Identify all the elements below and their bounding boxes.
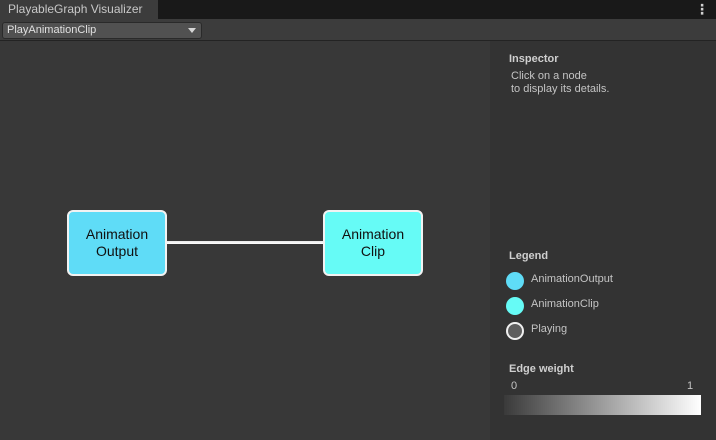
node-animation-output[interactable]: Animation Output xyxy=(67,210,167,276)
legend-swatch xyxy=(506,322,524,340)
node-animation-clip[interactable]: Animation Clip xyxy=(323,210,423,276)
inspector-title: Inspector xyxy=(509,53,559,65)
node-label-line1: Animation xyxy=(85,226,149,242)
inspector-message-line2: to display its details. xyxy=(511,83,610,95)
node-label-line2: Clip xyxy=(360,243,386,259)
legend-swatch xyxy=(506,272,524,290)
chevron-down-icon xyxy=(188,28,196,33)
inspector-panel: Inspector Click on a node to display its… xyxy=(490,41,716,440)
toolbar: PlayAnimationClip xyxy=(0,19,716,41)
graph-selector-value: PlayAnimationClip xyxy=(7,24,97,36)
tab-strip: PlayableGraph Visualizer ⋮ xyxy=(0,0,716,19)
graph-selector-dropdown[interactable]: PlayAnimationClip xyxy=(2,22,202,39)
tab-playablegraph-visualizer[interactable]: PlayableGraph Visualizer xyxy=(0,0,158,19)
inspector-message: Click on a node to display its details. xyxy=(511,70,671,96)
legend-item-animation-output: AnimationOutput xyxy=(506,272,706,290)
inspector-message-line1: Click on a node xyxy=(511,70,587,82)
node-label-line1: Animation xyxy=(341,226,405,242)
edge-weight-title: Edge weight xyxy=(509,363,574,375)
edge-weight-min-label: 0 xyxy=(511,380,518,392)
kebab-menu-icon[interactable]: ⋮ xyxy=(695,1,709,17)
legend-label: AnimationOutput xyxy=(531,273,613,285)
edge-weight-gradient xyxy=(504,395,701,415)
graph-canvas[interactable]: Animation Output Animation Clip xyxy=(0,41,490,440)
legend-swatch xyxy=(506,297,524,315)
legend-label: AnimationClip xyxy=(531,298,599,310)
graph-edge xyxy=(166,241,324,244)
legend-label: Playing xyxy=(531,323,568,335)
legend-item-animation-clip: AnimationClip xyxy=(506,297,706,315)
edge-weight-max-label: 1 xyxy=(687,380,694,392)
legend-item-playing: Playing xyxy=(506,322,706,340)
legend-title: Legend xyxy=(509,250,549,262)
node-label-line2: Output xyxy=(95,243,138,259)
